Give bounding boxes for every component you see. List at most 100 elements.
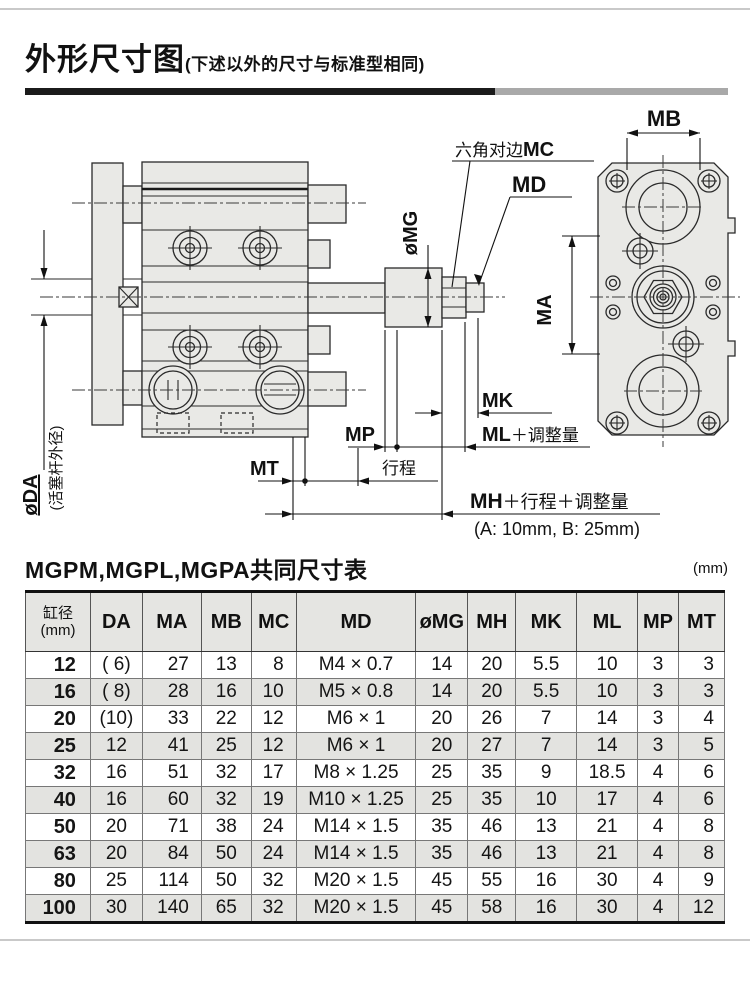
table-cell: M6 × 1 xyxy=(295,705,417,733)
table-cell: 4 xyxy=(637,840,679,868)
table-cell: 4 xyxy=(637,786,679,814)
dim-label-stroke: 行程 xyxy=(382,459,416,478)
table-cell: 45 xyxy=(415,894,469,923)
table-cell: 4 xyxy=(637,894,679,923)
table-cell: 3 xyxy=(637,732,679,760)
table-cell: 28 xyxy=(141,678,202,706)
dim-label-mg: øMG xyxy=(400,211,422,255)
table-cell: 4 xyxy=(637,759,679,787)
table-cell: 6 xyxy=(677,786,726,814)
table-cell: 16 xyxy=(515,867,578,895)
table-cell: 58 xyxy=(467,894,517,923)
table-cell: 20 xyxy=(25,705,91,733)
bolt-hole xyxy=(238,325,282,369)
table-cell: 4 xyxy=(677,705,726,733)
table-cell: M4 × 0.7 xyxy=(295,651,417,679)
table-cell: 16 xyxy=(89,759,143,787)
column-header: MB xyxy=(200,591,252,652)
table-cell: M6 × 1 xyxy=(295,732,417,760)
heading-bar-gray xyxy=(495,88,728,95)
table-cell: 12 xyxy=(677,894,726,923)
table-cell: 60 xyxy=(141,786,202,814)
table-cell: 7 xyxy=(515,705,578,733)
table-unit: (mm) xyxy=(693,560,728,577)
table-cell: 20 xyxy=(89,840,143,868)
table-cell: 5.5 xyxy=(515,678,578,706)
column-header: MP xyxy=(637,591,679,652)
table-cell: 32 xyxy=(200,759,252,787)
table-cell: 114 xyxy=(141,867,202,895)
table-cell: 140 xyxy=(141,894,202,923)
table-cell: 50 xyxy=(200,840,252,868)
table-cell: 14 xyxy=(415,651,469,679)
dim-label-mh-note: (A: 10mm, B: 25mm) xyxy=(474,519,640,539)
table-cell: 5.5 xyxy=(515,651,578,679)
column-header: øMG xyxy=(415,591,469,652)
mount-hole xyxy=(668,326,704,362)
table-cell: 3 xyxy=(637,651,679,679)
column-header: MH xyxy=(467,591,517,652)
column-header: MK xyxy=(515,591,578,652)
table-cell: 3 xyxy=(677,678,726,706)
table-cell: 84 xyxy=(141,840,202,868)
table-cell: 32 xyxy=(25,759,91,787)
dim-label-mh: MH＋行程＋调整量 xyxy=(470,490,629,513)
table-cell: 27 xyxy=(467,732,517,760)
dim-label-mp: MP xyxy=(345,424,375,446)
table-cell: M20 × 1.5 xyxy=(295,867,417,895)
port-hidden xyxy=(220,412,254,434)
table-cell: 10 xyxy=(576,651,639,679)
table-cell: 65 xyxy=(200,894,252,923)
table-cell: 35 xyxy=(415,813,469,841)
table-cell: 30 xyxy=(576,867,639,895)
table-cell: 8 xyxy=(250,651,297,679)
table-cell: 30 xyxy=(89,894,143,923)
table-cell: 38 xyxy=(200,813,252,841)
heading-bar-black xyxy=(25,88,495,95)
mount-hole xyxy=(622,233,658,269)
port-hidden xyxy=(156,412,190,434)
table-cell: 25 xyxy=(415,786,469,814)
table-cell: 13 xyxy=(515,840,578,868)
table-cell: 13 xyxy=(515,813,578,841)
page-bottom-rule xyxy=(0,939,750,941)
table-cell: 21 xyxy=(576,813,639,841)
table-cell: 13 xyxy=(200,651,252,679)
table-cell: 21 xyxy=(576,840,639,868)
table-cell: 16 xyxy=(200,678,252,706)
table-cell: 41 xyxy=(141,732,202,760)
table-cell: 71 xyxy=(141,813,202,841)
table-cell: M20 × 1.5 xyxy=(295,894,417,923)
table-cell: M8 × 1.25 xyxy=(295,759,417,787)
column-header: MC xyxy=(250,591,297,652)
column-header: DA xyxy=(89,591,143,652)
dim-label-mc: 六角对边MC xyxy=(455,139,554,161)
dim-label-da-note: (活塞杆外径) xyxy=(47,426,65,511)
table-cell: 19 xyxy=(250,786,297,814)
section-heading: 外形尺寸图(下述以外的尺寸与标准型相同) xyxy=(25,34,425,79)
table-cell: 25 xyxy=(25,732,91,760)
corner-screw xyxy=(697,169,721,193)
table-cell: 24 xyxy=(250,813,297,841)
table-cell: 35 xyxy=(415,840,469,868)
table-cell: 12 xyxy=(25,651,91,679)
table-cell: 55 xyxy=(467,867,517,895)
table-cell: 22 xyxy=(200,705,252,733)
table-cell: 26 xyxy=(467,705,517,733)
table-cell: 50 xyxy=(200,867,252,895)
table-cell: 8 xyxy=(677,813,726,841)
corner-screw xyxy=(697,411,721,435)
column-header: ML xyxy=(576,591,639,652)
